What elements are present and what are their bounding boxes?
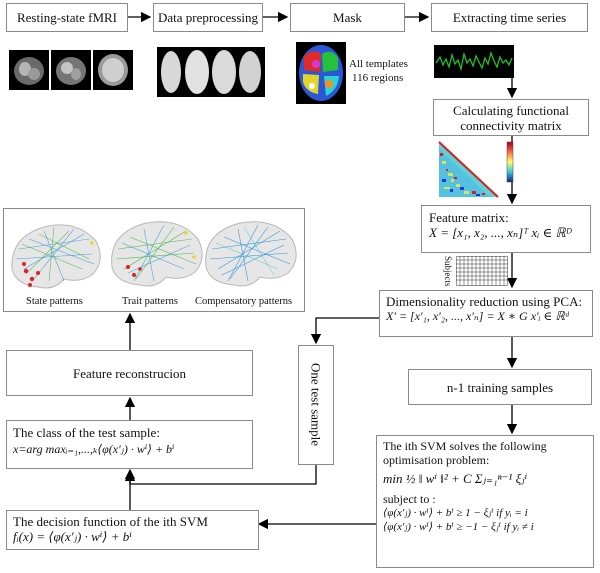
extract-timeseries-label: Extracting time series [452, 10, 567, 25]
state-patterns-label: State patterns [26, 296, 83, 307]
svm-subject-to: subject to : [383, 492, 436, 506]
brain-patterns-image [11, 221, 297, 289]
svm-constraint-1: ⟨φ(x′ⱼ) · wⁱ⟩ + bⁱ ≥ 1 − ξⱼⁱ if yᵢ = i [383, 507, 528, 519]
class-equation: x=arg maxᵢ₌₁,...,ₖ⟨φ(x′ⱼ) · wⁱ⟩ + bⁱ [13, 442, 175, 456]
calc-fc-box: Calculating functional connectivity matr… [433, 99, 589, 136]
svm-line1: The ith SVM solves the following [383, 439, 547, 453]
preprocessing-label: Data preprocessing [158, 10, 258, 25]
calc-fc-line2: connectivity matrix [460, 117, 562, 133]
decision-function-box: The decision function of the ith SVM fᵢ(… [6, 510, 259, 550]
preprocessing-box: Data preprocessing [153, 3, 263, 32]
reconstruction-box: Feature reconstrucion [6, 350, 253, 396]
feature-matrix-title: Feature matrix: [429, 210, 509, 225]
mask-box: Mask [290, 3, 405, 32]
templates-label-2: 116 regions [352, 72, 404, 84]
trait-brain [111, 221, 203, 287]
timeseries-plot [434, 45, 514, 78]
decision-title: The decision function of the ith SVM [13, 514, 208, 529]
svm-constraint-2: ⟨φ(x′ⱼ) · wⁱ⟩ + bⁱ ≥ −1 − ξⱼⁱ if yᵢ ≠ i [383, 521, 534, 533]
resting-state-fmri-label: Resting-state fMRI [16, 10, 117, 25]
fmri-thumbnails [9, 50, 133, 90]
calc-fc-line1: Calculating functional [453, 102, 569, 118]
pca-box: Dimensionality reduction using PCA: X′ =… [379, 290, 593, 337]
class-box: The class of the test sample: x=arg maxᵢ… [6, 420, 253, 469]
training-samples-box: n-1 training samples [408, 369, 592, 405]
subjects-label: Subjects [443, 256, 453, 287]
extract-timeseries-box: Extracting time series [431, 3, 588, 32]
mask-template-image [296, 42, 346, 104]
arrow-pca-to-test [310, 317, 380, 345]
trait-patterns-label: Trait patterns [122, 296, 178, 307]
test-sample-label: One test sample [308, 363, 324, 447]
feature-matrix-equation: X = [x₁, x₂, ..., xₙ]ᵀ xᵢ ∈ ℝᴰ [429, 225, 572, 240]
compensatory-brain [205, 221, 297, 287]
training-samples-label: n-1 training samples [446, 379, 554, 395]
class-title: The class of the test sample: [13, 425, 160, 440]
compensatory-patterns-label: Compensatory patterns [195, 296, 293, 307]
fc-matrix-image [438, 141, 514, 198]
state-brain [11, 224, 101, 289]
svm-line2: optimisation problem: [383, 453, 490, 467]
pca-title: Dimensionality reduction using PCA: [386, 294, 583, 309]
feature-matrix-box: Feature matrix: X = [x₁, x₂, ..., xₙ]ᵀ x… [421, 205, 591, 253]
mask-label: Mask [333, 10, 362, 25]
reconstruction-label: Feature reconstrucion [73, 365, 186, 381]
resting-state-fmri-box: Resting-state fMRI [6, 3, 128, 32]
brain-patterns-panel: State patterns Trait patterns Compensato… [3, 208, 305, 312]
preprocessed-slices [157, 47, 265, 97]
svm-objective: min ½ ‖ wⁱ ‖² + C Σⱼ₌₁ⁿ⁻¹ ξⱼⁱ [383, 471, 528, 486]
test-sample-box: One test sample [298, 345, 334, 465]
templates-label-1: All templates [349, 58, 408, 70]
subjects-grid [456, 256, 508, 286]
svm-box: The ith SVM solves the following optimis… [376, 435, 594, 568]
decision-equation: fᵢ(x) = ⟨φ(x′ⱼ) · wⁱ⟩ + bⁱ [13, 529, 132, 544]
pca-equation: X′ = [x′₁, x′₂, ..., x′ₙ] = X ∗ G x′ᵢ ∈ … [386, 309, 569, 323]
